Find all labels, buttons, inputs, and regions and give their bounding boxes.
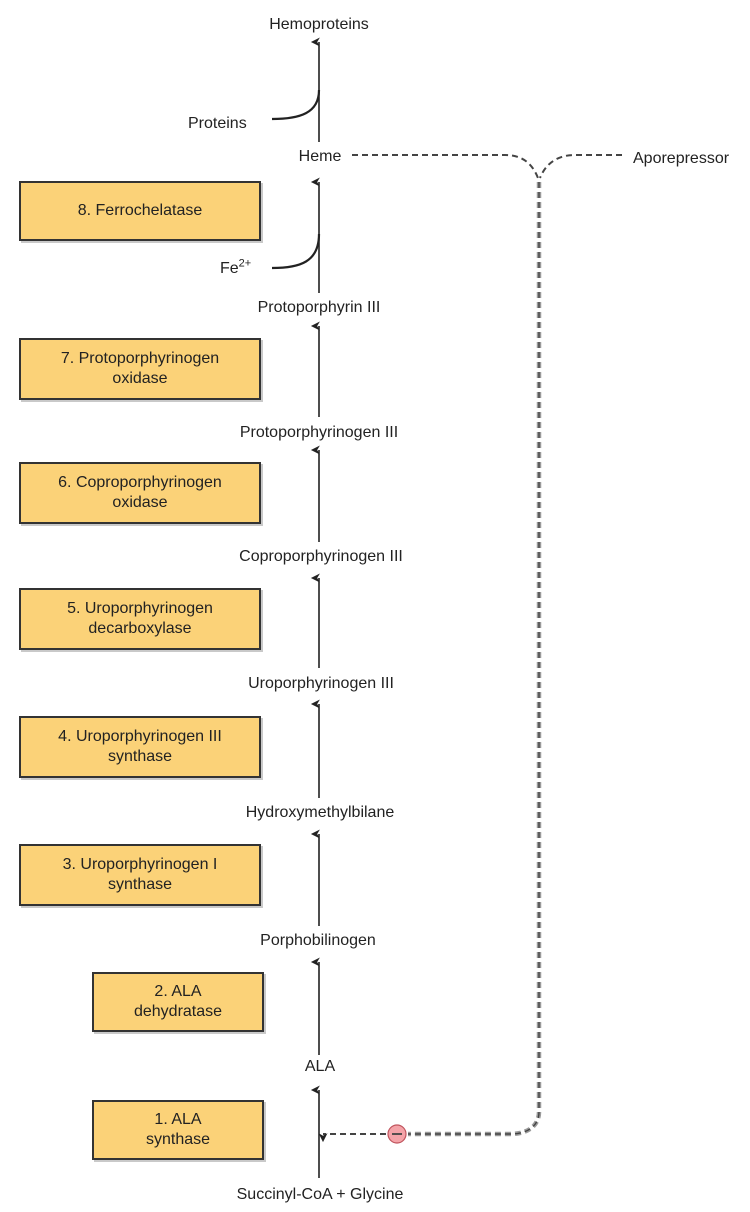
aporepressor-dashed — [539, 154, 622, 179]
heme-to-repressor-dashed — [352, 154, 539, 179]
enzyme-6-line1: 6. Coproporphyrinogen — [58, 474, 222, 491]
enzyme-box-2: 2. ALA dehydratase — [92, 972, 264, 1032]
enzyme-box-1: 1. ALA synthase — [92, 1100, 264, 1160]
enzyme-1-line2: synthase — [145, 1131, 211, 1148]
enzyme-7-line2: oxidase — [112, 370, 168, 387]
enzyme-4-line1: 4. Uroporphyrinogen III — [58, 728, 222, 745]
enzyme-2-line2: dehydratase — [133, 1003, 223, 1020]
repressor-feedback-dashed — [408, 182, 542, 1137]
fe-input-curve — [271, 233, 321, 270]
repressor-feedback-dashed-core — [408, 182, 540, 1135]
label-substrates: Succinyl-CoA + Glycine — [236, 1186, 404, 1203]
enzyme-box-8: 8. Ferrochelatase — [19, 181, 261, 241]
fe-charge: 2+ — [238, 257, 252, 270]
enzyme-3-line1: 3. Uroporphyrinogen I — [62, 856, 218, 873]
proteins-input-curve — [271, 89, 321, 121]
label-heme: Heme — [298, 148, 342, 165]
label-coproporphyrinogen: Coproporphyrinogen III — [239, 548, 403, 565]
label-protoporphyrinogen: Protoporphyrinogen III — [239, 424, 399, 441]
label-ala: ALA — [304, 1058, 336, 1075]
enzyme-3-line2: synthase — [107, 876, 173, 893]
enzyme-7-line1: 7. Protoporphyrinogen — [60, 350, 220, 367]
label-hemoproteins: Hemoproteins — [269, 16, 369, 33]
label-protoporphyrin: Protoporphyrin III — [257, 299, 381, 316]
enzyme-6-line2: oxidase — [112, 494, 168, 511]
label-fe: Fe2+ — [220, 257, 252, 278]
label-hydroxymethylbilane: Hydroxymethylbilane — [245, 804, 395, 821]
label-uroporphyrinogen: Uroporphyrinogen III — [248, 675, 394, 692]
enzyme-box-7: 7. Protoporphyrinogen oxidase — [19, 338, 261, 400]
enzyme-8-name: 8. Ferrochelatase — [77, 202, 203, 219]
enzyme-5-line1: 5. Uroporphyrinogen — [67, 600, 213, 617]
label-porphobilinogen: Porphobilinogen — [260, 932, 376, 949]
enzyme-4-line2: synthase — [107, 748, 173, 765]
enzyme-1-line1: 1. ALA — [154, 1111, 202, 1128]
enzyme-box-5: 5. Uroporphyrinogen decarboxylase — [19, 588, 261, 650]
enzyme-5-line2: decarboxylase — [88, 620, 192, 637]
enzyme-box-3: 3. Uroporphyrinogen I synthase — [19, 844, 261, 906]
enzyme-box-4: 4. Uroporphyrinogen III synthase — [19, 716, 261, 778]
enzyme-box-6: 6. Coproporphyrinogen oxidase — [19, 462, 261, 524]
label-aporepressor: Aporepressor — [633, 150, 730, 167]
fe-symbol: Fe — [220, 260, 239, 277]
enzyme-2-line1: 2. ALA — [154, 983, 202, 1000]
label-proteins: Proteins — [188, 115, 247, 132]
